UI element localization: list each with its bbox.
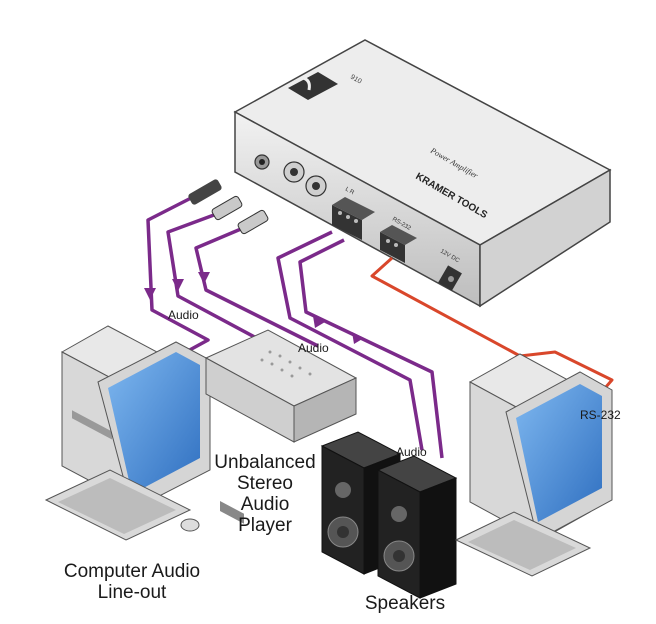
player-label-line4: Player — [238, 515, 292, 536]
stereo-audio-player — [204, 329, 358, 524]
arrow-up-icon — [172, 279, 184, 291]
computer-label-line2: Line-out — [97, 582, 167, 603]
speaker-output-label: L R — [344, 187, 355, 197]
computer-label: Computer Audio Line-out — [42, 561, 222, 603]
rca-jack-left[interactable] — [283, 161, 305, 183]
kramer-logo-icon — [288, 72, 338, 100]
player-label-line1: Unbalanced — [214, 452, 316, 473]
computer-right — [454, 353, 613, 577]
player-label-line3: Audio — [240, 494, 290, 515]
rs232-label: RS-232 — [580, 408, 621, 422]
player-label: Unbalanced Stereo Audio Player — [200, 452, 330, 536]
rs232-cable — [370, 256, 614, 397]
speaker-right — [376, 455, 458, 599]
monitor-screen-right — [516, 384, 602, 522]
power-socket[interactable] — [438, 265, 462, 291]
arrow-right-icon — [352, 332, 364, 344]
power-amplifier-device: 910 KRAMER TOOLS Power Amplifier L R — [233, 39, 612, 308]
model-number-text: 910 — [349, 74, 363, 86]
arrow-right-icon — [313, 316, 325, 328]
arrow-up-icon — [144, 288, 156, 300]
monitor-screen-left — [108, 352, 200, 494]
audio-plugs — [188, 179, 269, 235]
mouse-left — [180, 518, 200, 532]
audio-label-player: Audio — [298, 341, 329, 355]
audio-label-computer: Audio — [168, 308, 199, 322]
rca-jack-right[interactable] — [305, 175, 327, 197]
rs232-terminal[interactable] — [380, 225, 417, 263]
audio-cables — [146, 194, 444, 459]
speakers — [320, 431, 458, 599]
computer-label-line1: Computer Audio — [63, 561, 201, 582]
audio-input-jack[interactable] — [254, 154, 270, 170]
arrow-up-icon — [198, 272, 210, 284]
computer-left — [44, 325, 211, 541]
speakers-label: Speakers — [364, 593, 446, 614]
player-label-line2: Stereo — [237, 473, 293, 494]
signal-arrows — [144, 272, 364, 344]
speaker-output-terminal[interactable] — [332, 197, 375, 240]
audio-label-speakers: Audio — [396, 445, 427, 459]
